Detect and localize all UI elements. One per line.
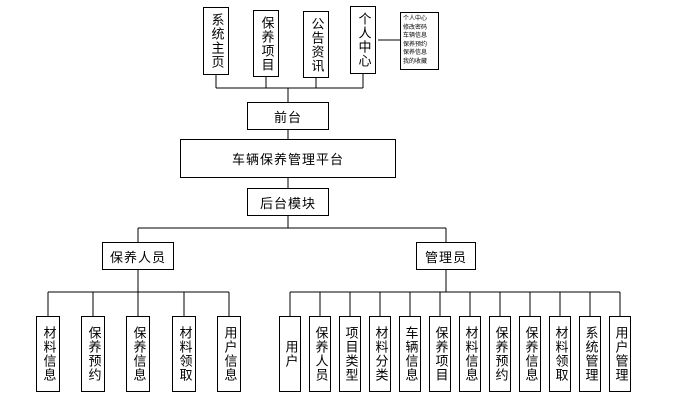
personal-center-note: 个人中心 修改密码 车辆信息 保养预约 保养信息 我的收藏 — [400, 12, 439, 70]
admin-item-system-management: 系统管理 — [579, 316, 601, 392]
staff-item-maintenance-booking: 保养预约 — [81, 316, 105, 392]
admin-item-material-pickup: 材料领取 — [549, 316, 571, 392]
staff-item-material-pickup: 材料领取 — [172, 316, 196, 392]
admin-item-project-type: 项目类型 — [339, 316, 361, 392]
staff-item-user-info: 用户信息 — [217, 316, 241, 392]
backend-node: 后台模块 — [247, 188, 329, 216]
front-item-maintenance-projects: 保养项目 — [253, 10, 279, 77]
front-item-system-home: 系统主页 — [203, 7, 229, 75]
front-item-personal-center: 个人中心 — [350, 6, 376, 74]
admin-item-maintenance-projects: 保养项目 — [429, 316, 451, 392]
staff-item-material-info: 材料信息 — [36, 316, 60, 392]
admin-item-material-category: 材料分类 — [369, 316, 391, 392]
platform-node: 车辆保养管理平台 — [180, 139, 396, 178]
front-node: 前台 — [247, 102, 329, 130]
role-maintenance-staff: 保养人员 — [102, 242, 174, 270]
admin-item-vehicle-info: 车辆信息 — [399, 316, 421, 392]
admin-item-maintenance-booking: 保养预约 — [489, 316, 511, 392]
role-administrator: 管理员 — [416, 242, 476, 270]
admin-item-maintenance-staff: 保养人员 — [309, 316, 331, 392]
admin-item-maintenance-info: 保养信息 — [519, 316, 541, 392]
admin-item-user-management: 用户管理 — [609, 316, 631, 392]
admin-item-user: 用户 — [279, 316, 301, 392]
front-item-announcements: 公告资讯 — [303, 11, 329, 78]
admin-item-material-info: 材料信息 — [459, 316, 481, 392]
staff-item-maintenance-info: 保养信息 — [126, 316, 150, 392]
